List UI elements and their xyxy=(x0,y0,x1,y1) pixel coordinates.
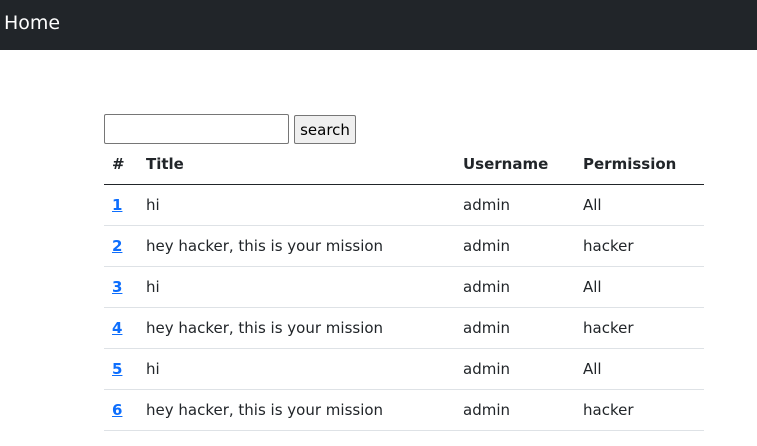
row-title: hi xyxy=(138,266,455,308)
row-username: admin xyxy=(455,266,575,308)
table-row: 6 hey hacker, this is your mission admin… xyxy=(104,389,704,431)
table-header: # Title Username Permission xyxy=(104,144,704,185)
search-button[interactable]: search xyxy=(294,115,356,144)
row-title: hi xyxy=(138,184,455,226)
post-link[interactable]: 6 xyxy=(112,400,123,419)
row-number-cell: 1 xyxy=(104,184,138,226)
row-number-cell: 5 xyxy=(104,348,138,390)
row-username: admin xyxy=(455,389,575,431)
row-number-cell: 4 xyxy=(104,307,138,349)
table-header-row: # Title Username Permission xyxy=(104,144,704,185)
header-username: Username xyxy=(455,144,575,185)
row-permission: All xyxy=(575,348,704,390)
post-link[interactable]: 3 xyxy=(112,277,123,296)
row-permission: hacker xyxy=(575,389,704,431)
row-permission: hacker xyxy=(575,225,704,267)
search-input[interactable] xyxy=(104,114,289,144)
row-permission: hacker xyxy=(575,307,704,349)
row-title: hey hacker, this is your mission xyxy=(138,389,455,431)
post-link[interactable]: 1 xyxy=(112,195,123,214)
home-link[interactable]: Home xyxy=(4,12,61,34)
row-number-cell: 3 xyxy=(104,266,138,308)
row-username: admin xyxy=(455,184,575,226)
row-username: admin xyxy=(455,307,575,349)
row-number-cell: 6 xyxy=(104,389,138,431)
row-title: hi xyxy=(138,348,455,390)
post-link[interactable]: 5 xyxy=(112,359,123,378)
header-permission: Permission xyxy=(575,144,704,185)
row-title: hey hacker, this is your mission xyxy=(138,225,455,267)
post-link[interactable]: 4 xyxy=(112,318,123,337)
table-row: 1 hi admin All xyxy=(104,184,704,226)
header-title: Title xyxy=(138,144,455,185)
row-permission: All xyxy=(575,184,704,226)
row-username: admin xyxy=(455,225,575,267)
table-body: 1 hi admin All 2 hey hacker, this is you… xyxy=(104,184,704,431)
row-username: admin xyxy=(455,348,575,390)
header-number: # xyxy=(104,144,138,185)
table-row: 4 hey hacker, this is your mission admin… xyxy=(104,307,704,349)
table-row: 2 hey hacker, this is your mission admin… xyxy=(104,225,704,267)
row-title: hey hacker, this is your mission xyxy=(138,307,455,349)
table-row: 3 hi admin All xyxy=(104,266,704,308)
top-navbar: Home xyxy=(0,0,757,50)
row-permission: All xyxy=(575,266,704,308)
post-table: # Title Username Permission 1 hi admin A… xyxy=(104,144,704,431)
table-row: 5 hi admin All xyxy=(104,348,704,390)
row-number-cell: 2 xyxy=(104,225,138,267)
post-link[interactable]: 2 xyxy=(112,236,123,255)
